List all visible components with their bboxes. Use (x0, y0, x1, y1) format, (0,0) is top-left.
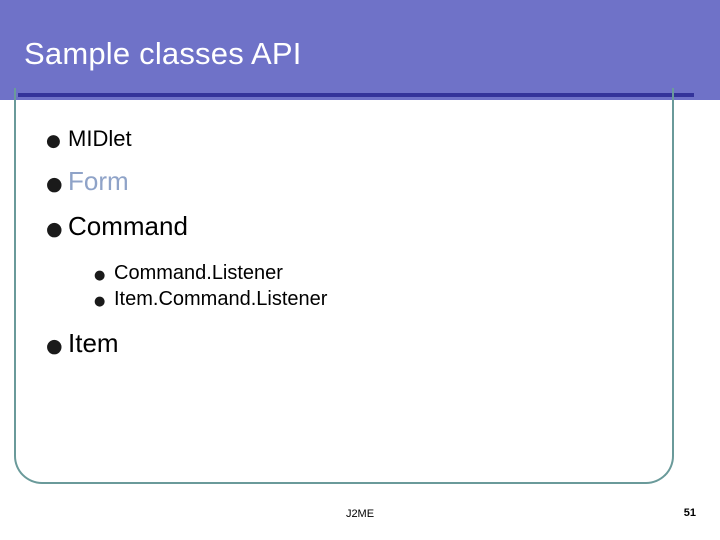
list-item-label: Command.Listener (114, 262, 283, 285)
list-item: ● Command.Listener (94, 261, 666, 285)
list-item: ● Item.Command.Listener (94, 287, 666, 311)
bullet-icon: ● (46, 335, 63, 358)
list-item-label: Form (68, 165, 129, 196)
bullet-icon: ● (94, 293, 106, 309)
page-number: 51 (683, 507, 696, 519)
bullet-list: ● MIDlet ● Form ● Command ● Command.List… (46, 126, 666, 363)
spacer (46, 245, 666, 261)
list-item: ● Item (46, 328, 666, 359)
list-item: ● Form (46, 166, 666, 197)
spacer (46, 156, 666, 166)
list-item-label: Item.Command.Listener (114, 287, 328, 310)
list-item: ● MIDlet (46, 126, 666, 152)
bullet-icon: ● (46, 131, 61, 151)
bullet-icon: ● (46, 172, 63, 195)
bullet-icon: ● (46, 217, 63, 240)
bullet-icon: ● (94, 268, 106, 284)
left-accent-strip (0, 0, 14, 100)
list-item-label: Item (68, 328, 119, 359)
list-item: ● Command (46, 211, 666, 242)
footer-label: J2ME (345, 508, 375, 520)
spacer (46, 201, 666, 211)
spacer (46, 312, 666, 328)
content-frame (14, 88, 674, 484)
list-item-label: Command (68, 210, 188, 241)
header-band (0, 0, 720, 100)
list-item-label: MIDlet (68, 126, 132, 151)
title-underline-rule (18, 93, 694, 97)
page-title: Sample classes API (24, 36, 302, 71)
